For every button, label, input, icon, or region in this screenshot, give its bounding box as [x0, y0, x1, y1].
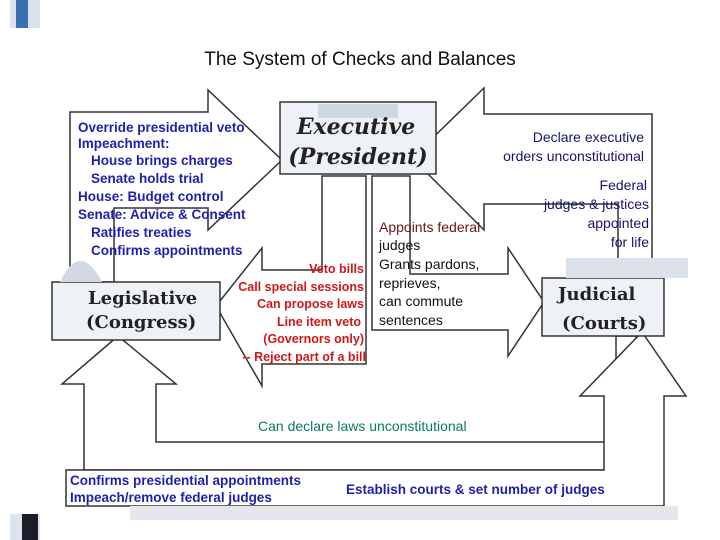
- item-line-item-veto: Line item veto: [277, 315, 361, 329]
- bottom-arrow-fill: [67, 471, 603, 505]
- item-ratifies-treaties: Ratifies treaties: [91, 225, 192, 240]
- courts-label: (Courts): [562, 313, 646, 334]
- item-impeach-judges: Impeach/remove federal judges: [70, 490, 272, 505]
- item-veto-bills: Veto bills: [309, 262, 364, 276]
- item-special-sessions: Call special sessions: [238, 280, 364, 294]
- item-override-veto: Override presidential veto: [78, 120, 245, 135]
- item-senate-trial: Senate holds trial: [91, 171, 204, 186]
- corner-accent-bottom: [22, 512, 38, 540]
- legislative-box: Legislative (Congress): [51, 261, 221, 341]
- item-can-commute: can commute: [379, 293, 463, 309]
- diagram-title: The System of Checks and Balances: [204, 49, 516, 70]
- item-grants-pardons: Grants pardons,: [379, 256, 479, 272]
- president-label: (President): [288, 144, 427, 170]
- judicial-on-executive-list: Declare executive orders unconstitutiona…: [503, 129, 644, 164]
- item-judges-justices: judges & justices: [543, 196, 649, 212]
- item-house-charges: House brings charges: [91, 153, 233, 168]
- item-judges: judges: [378, 237, 420, 253]
- item-reprieves: reprieves,: [379, 275, 440, 291]
- item-reject-part: -- Reject part of a bill: [242, 350, 366, 364]
- item-declare-executive: Declare executive: [533, 129, 644, 145]
- item-propose-laws: Can propose laws: [257, 297, 364, 311]
- item-for-life: for life: [611, 234, 649, 250]
- judicial-label: Judicial: [556, 284, 635, 305]
- item-declare-laws-unconstitutional: Can declare laws unconstitutional: [258, 418, 467, 434]
- item-appoints-federal: Appoints federal: [379, 219, 480, 235]
- item-orders-unconstitutional: orders unconstitutional: [503, 148, 644, 164]
- item-confirms-presidential-appointments: Confirms presidential appointments: [70, 473, 301, 488]
- executive-label: Executive: [296, 114, 416, 140]
- item-establish-courts: Establish courts & set number of judges: [346, 482, 605, 497]
- item-federal: Federal: [600, 177, 647, 193]
- item-governors-only: (Governors only): [263, 332, 364, 346]
- executive-on-legislative-list: Veto bills Call special sessions Can pro…: [238, 262, 366, 364]
- item-sentences: sentences: [379, 312, 443, 328]
- arrow-executive-to-legislative: [215, 175, 367, 389]
- item-advice-consent: Senate: Advice & Consent: [78, 207, 246, 222]
- item-appointed: appointed: [587, 215, 649, 231]
- legislative-on-executive-list: Override presidential veto Impeachment: …: [78, 120, 246, 258]
- corner-accent-top: [16, 0, 28, 28]
- executive-box: Executive (President): [279, 101, 437, 175]
- judicial-box: Judicial (Courts): [541, 258, 688, 337]
- legislative-label: Legislative: [88, 288, 197, 309]
- arrow-executive-to-judicial: [371, 175, 545, 359]
- item-budget-control: House: Budget control: [78, 189, 224, 204]
- item-impeachment: Impeachment:: [78, 136, 170, 151]
- executive-judicial-appointment-list: Federal judges & justices appointed for …: [543, 177, 649, 250]
- legislative-on-judicial-list: Confirms presidential appointments Impea…: [70, 473, 605, 505]
- congress-label: (Congress): [86, 312, 196, 333]
- item-confirms-appointments: Confirms appointments: [91, 243, 243, 258]
- bottom-shadow: [130, 506, 678, 520]
- executive-on-judicial-list: Appoints federal judges Grants pardons, …: [378, 219, 480, 328]
